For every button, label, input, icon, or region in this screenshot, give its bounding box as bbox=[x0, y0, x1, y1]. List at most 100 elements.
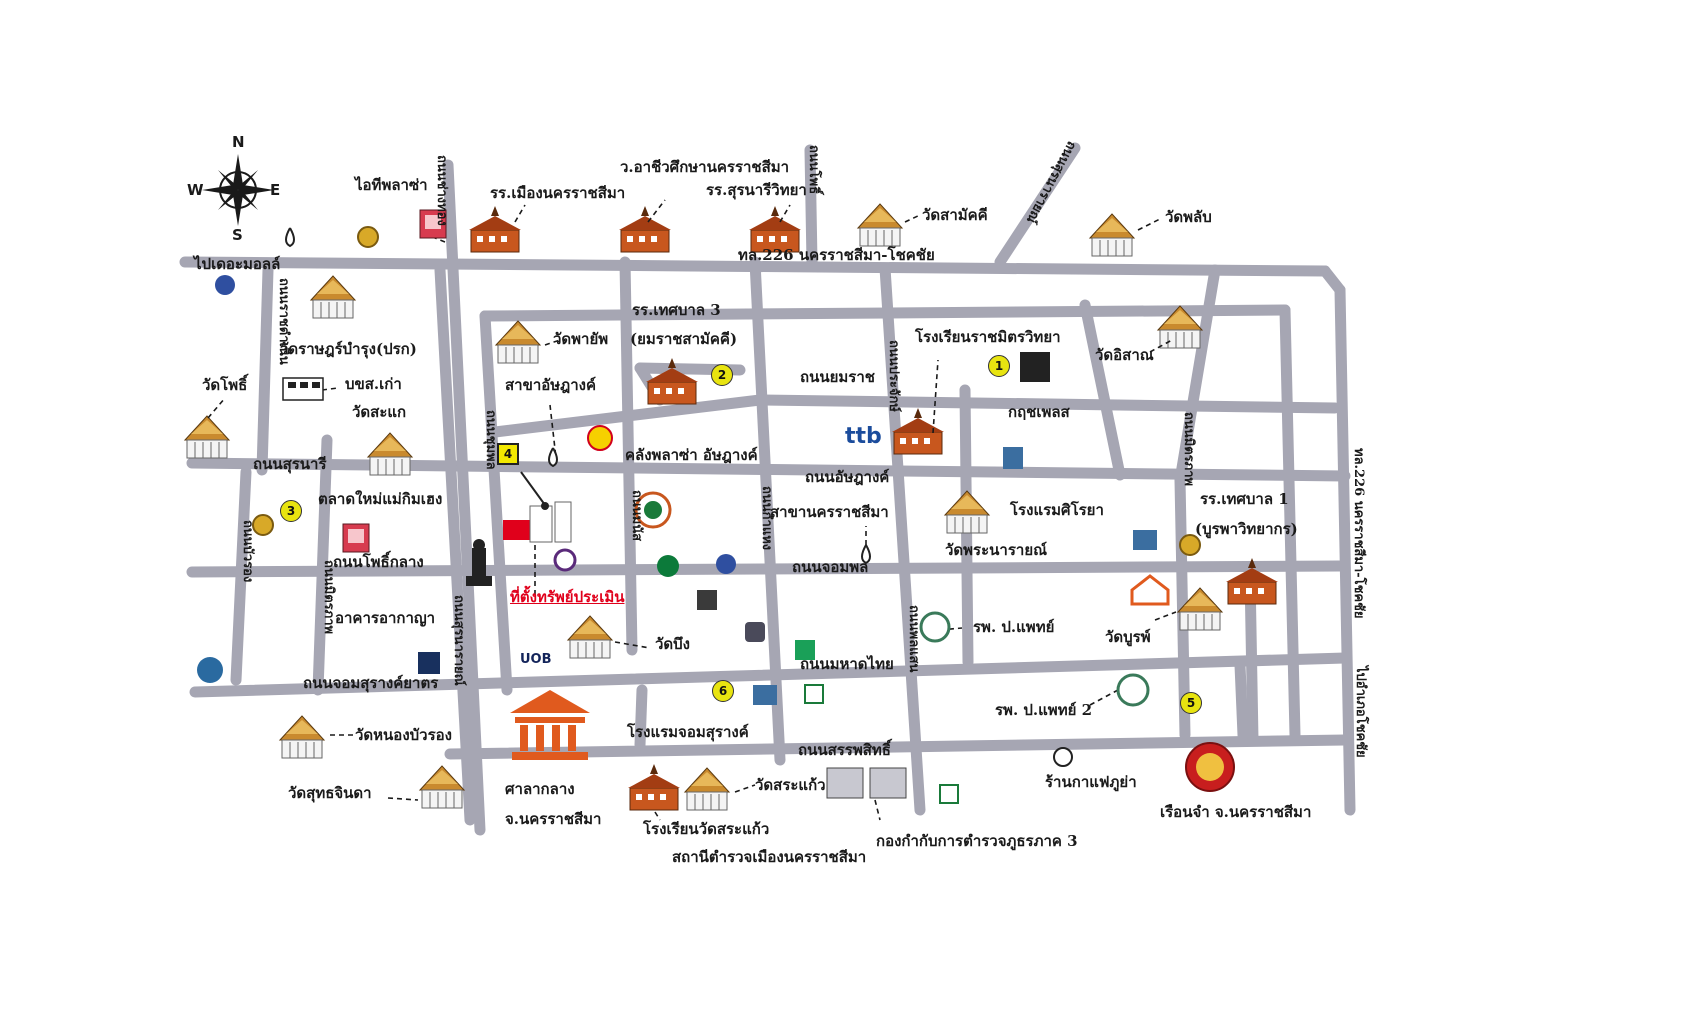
cafe-icon bbox=[1053, 747, 1073, 767]
prison-icon bbox=[1185, 742, 1235, 792]
shell-icon bbox=[587, 425, 613, 451]
place-hospital-1: รพ. ป.แพทย์ bbox=[973, 618, 1055, 636]
road-label-phoklang: ถนนโพธิ์กลาง bbox=[333, 553, 424, 571]
hotel-icon bbox=[1003, 447, 1023, 469]
place-tessaban1: รร.เทศบาล 1 bbox=[1200, 490, 1289, 508]
school-icon bbox=[618, 205, 672, 253]
temple-icon bbox=[944, 490, 990, 534]
temple-icon bbox=[419, 765, 465, 809]
marker-6: 6 bbox=[712, 680, 734, 702]
place-subject-property: ที่ตั้งทรัพย์ประเมิน bbox=[510, 588, 625, 606]
compass-west: W bbox=[187, 181, 204, 199]
road-label-to-themall: ไปเดอะมอลล์ bbox=[194, 255, 281, 273]
place-vocational: ว.อาชีวศึกษานครราชสีมา bbox=[620, 158, 790, 176]
temple-icon bbox=[279, 715, 325, 759]
place-akarn: อาคารอากาญา bbox=[335, 609, 436, 627]
temple-icon bbox=[184, 415, 230, 459]
place-tessaban3-sub: (ยมราชสามัคคี) bbox=[630, 330, 738, 348]
road-label-vertical: ถนนสุรนารายณ์ bbox=[451, 595, 466, 686]
place-hospital-2: รพ. ป.แพทย์ 2 bbox=[995, 701, 1093, 719]
place-muang-school: รร.เมืองนครราชสีมา bbox=[490, 184, 626, 202]
gas-station-icon bbox=[861, 544, 871, 565]
shop-icon bbox=[804, 684, 824, 704]
marker-2: 2 bbox=[711, 364, 733, 386]
compass-south: S bbox=[232, 226, 243, 244]
compass-north: N bbox=[232, 133, 245, 151]
road-label-vertical: ถนนพลแสน bbox=[906, 605, 921, 673]
place-police-muang: สถานีตำรวจเมืองนครราชสีมา bbox=[672, 848, 867, 866]
place-market: ตลาดใหม่แม่กิมเฮง bbox=[318, 490, 443, 508]
city-hall-icon bbox=[510, 690, 590, 760]
bank-icon bbox=[215, 275, 235, 295]
place-tessaban3: รร.เทศบาล 3 bbox=[632, 301, 721, 319]
compass-east: E bbox=[270, 181, 281, 199]
temple-icon bbox=[495, 320, 541, 364]
place-hotel-sri: โรงแรมศิโรยา bbox=[1010, 501, 1104, 519]
road-label-surnari: ถนนสุรนารี bbox=[253, 455, 327, 473]
place-wat-sakae: วัดสะแก bbox=[352, 403, 407, 421]
place-wat-phayap: วัดพายัพ bbox=[553, 330, 609, 348]
house-icon bbox=[1130, 574, 1170, 606]
place-wat-phranarai: วัดพระนารายณ์ bbox=[945, 541, 1048, 559]
road-label-sanphasit: ถนนสรรพสิทธิ์ bbox=[798, 741, 891, 759]
place-wat-samakkhi: วัดสามัคคี bbox=[922, 206, 988, 224]
road-label-vertical: ถนนชุมพล bbox=[483, 410, 498, 470]
place-police-region: กองกำกับการตำรวจภูธรภาค 3 bbox=[876, 832, 1078, 850]
coin-icon bbox=[357, 226, 379, 248]
place-klang-plaza: คลังพลาซ่า อัษฎางค์ bbox=[625, 446, 758, 464]
place-school-sakaeo: โรงเรียนวัดสระแก้ว bbox=[643, 820, 770, 838]
market-icon bbox=[342, 523, 370, 553]
uob-logo: UOB bbox=[520, 652, 552, 667]
marker-5: 5 bbox=[1180, 692, 1202, 714]
road-label-vertical: ถนนมนัส bbox=[629, 490, 644, 542]
bank-icon bbox=[795, 640, 815, 660]
place-wat-phlap: วัดพลับ bbox=[1165, 208, 1212, 226]
gas-station-icon bbox=[548, 447, 558, 468]
monument-icon bbox=[466, 539, 492, 586]
road-label-atsadang: ถนนอัษฎางค์ bbox=[805, 468, 890, 486]
marker-3: 3 bbox=[280, 500, 302, 522]
itplaza-icon bbox=[419, 209, 447, 239]
garuda-icon bbox=[634, 491, 672, 529]
road-label-chomphon: ถนนจอมพล bbox=[792, 558, 869, 576]
place-wat-rat-bamrung: วัดราษฎร์บำรุง(ปรก) bbox=[280, 340, 417, 358]
place-wat-nongbua: วัดหนองบัวรอง bbox=[355, 726, 452, 744]
place-hotel-chom: โรงแรมจอมสุรางค์ bbox=[627, 723, 749, 741]
road-label-chomsurang: ถนนจอมสุรางค์ยาตร bbox=[303, 674, 439, 692]
school-icon bbox=[627, 763, 681, 811]
road-label-vertical: ถนนช่างทอง bbox=[434, 155, 449, 226]
temple-icon bbox=[367, 432, 413, 476]
road-label-vertical: ถนนบัวรอง bbox=[240, 520, 255, 583]
hotel-icon bbox=[753, 685, 777, 705]
bank-icon bbox=[716, 554, 736, 574]
shop-icon bbox=[939, 784, 959, 804]
place-bkk-old: บขส.เก่า bbox=[345, 375, 402, 393]
place-wat-isan: วัดอิสาณ bbox=[1095, 346, 1154, 364]
place-suranari-school: รร.สุรนารีวิทยา bbox=[706, 181, 807, 199]
bank-icon bbox=[657, 555, 679, 577]
place-wat-pho: วัดโพธิ์ bbox=[202, 376, 248, 394]
bank-icon bbox=[197, 657, 223, 683]
ttb-logo: ttb bbox=[845, 424, 882, 449]
bus-icon bbox=[282, 377, 324, 401]
road-label-vertical: ถนนประจักษ์ bbox=[886, 340, 901, 412]
road-label-vertical: ถนนมิตรภาพ bbox=[321, 560, 336, 635]
road-label-vertical: ถนนโพธิ์ bbox=[806, 145, 821, 195]
place-wat-bueng: วัดบึง bbox=[655, 635, 691, 653]
place-asadang-branch: สาขาอัษฎางค์ bbox=[505, 376, 597, 394]
temple-icon bbox=[1089, 213, 1135, 257]
hospital-icon bbox=[1116, 673, 1150, 707]
place-tessaban1-sub: (บูรพาวิทยากร) bbox=[1195, 520, 1298, 538]
subject-property-icon bbox=[503, 471, 572, 543]
place-sala: ศาลากลาง bbox=[505, 780, 575, 798]
road-label-226-top: ทล.226 นครราชสีมา-โชคชัย bbox=[738, 246, 935, 264]
road-label-vertical: ไปอำเภอโชคชัย bbox=[1353, 666, 1368, 758]
road-label-mahatthai: ถนนมหาดไทย bbox=[800, 655, 894, 673]
marker-1: 1 bbox=[988, 355, 1010, 377]
place-ratchamitr: โรงเรียนราชมิตรวิทยา bbox=[915, 328, 1061, 346]
police-icon bbox=[826, 767, 907, 799]
place-wat-burap: วัดบูรพ์ bbox=[1105, 628, 1151, 646]
temple-icon bbox=[310, 275, 356, 319]
temple-icon bbox=[684, 767, 730, 811]
